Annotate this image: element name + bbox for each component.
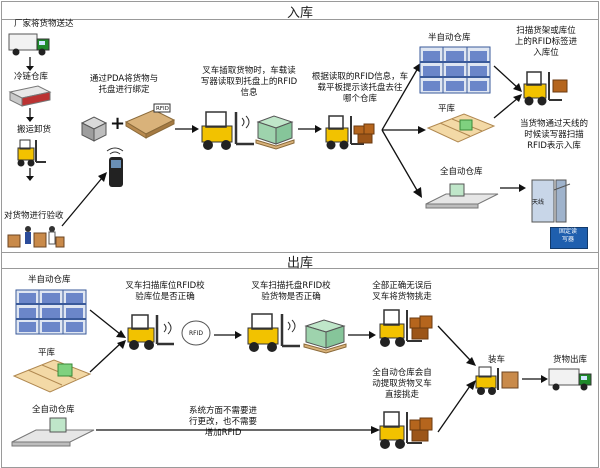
all-correct-line-1: 全部正确无误后 xyxy=(372,281,432,291)
arrow-step1-to-step2 xyxy=(214,331,242,339)
all-correct-line-2: 叉车将货物挑走 xyxy=(372,292,432,302)
forklift-empty-icon xyxy=(127,314,174,350)
outbound-title: 出库 xyxy=(286,256,313,271)
goods-cube-icon xyxy=(80,116,108,142)
semi-auto-label-in: 半自动仓库 xyxy=(428,33,471,43)
plus-sign: + xyxy=(110,113,126,134)
rfid-tag-label: RFID xyxy=(189,330,204,337)
load-label: 装车 xyxy=(488,355,506,365)
forklift-small-icon xyxy=(17,139,46,167)
pda-icon xyxy=(106,147,124,187)
forklift-read-line-3: 信息 xyxy=(240,88,258,98)
locate-line-2: 载平板提示该托盘去往 xyxy=(317,83,403,93)
shelf-rack-icon-in xyxy=(419,46,491,94)
no-change-line-2: 行更改，也不需要 xyxy=(188,417,257,427)
inbound-divider xyxy=(1,19,598,20)
fixed-reader-line-1: 固定读 xyxy=(558,228,577,235)
scan-shelf-line-2: 上的RFID标签进 xyxy=(514,37,578,47)
antenna-box-label: 天线 xyxy=(532,199,545,206)
workers-inspect-icon xyxy=(7,226,65,248)
antenna-line-2: 时候读写器扫描 xyxy=(524,130,584,140)
scan-shelf-line-1: 扫描货架或库位 xyxy=(516,26,576,36)
arrow-step2-to-step3 xyxy=(348,331,376,339)
rfid-tag-circle xyxy=(181,320,211,346)
pda-bind-label: 通过PDA将货物与 托盘进行绑定 xyxy=(78,74,170,96)
auto-pick-line-1: 全自动仓库会自 xyxy=(372,368,432,378)
scan-location-line-1: 叉车扫描库位RFID校 xyxy=(125,281,205,291)
no-change-label: 系统方面不需要进 行更改，也不需要 增加RFID xyxy=(168,406,278,439)
cold-storage-icon xyxy=(8,85,52,107)
antenna-line-3: RFID表示入库 xyxy=(527,141,581,151)
truck-icon xyxy=(8,33,50,56)
fixed-reader-line-2: 写器 xyxy=(561,236,574,243)
flat-floor-icon-out xyxy=(12,359,92,393)
all-correct-label: 全部正确无误后 叉车将货物挑走 xyxy=(352,281,452,303)
arrow-conveyor-to-autopick xyxy=(96,426,380,434)
pda-bind-line-1: 通过PDA将货物与 xyxy=(89,74,159,84)
antenna-gate-icon xyxy=(531,179,571,223)
antenna-label: 当货物通过天线的 时候读写器扫描 RFID表示入库 xyxy=(512,119,596,152)
no-change-line-1: 系统方面不需要进 xyxy=(188,406,257,416)
scan-pallet-line-2: 验货物是否正确 xyxy=(261,292,321,302)
forklift-with-load-icon xyxy=(201,111,295,150)
arrows-to-forklift xyxy=(493,65,522,119)
arrow-load-to-ship xyxy=(522,375,548,383)
scan-pallet-line-1: 叉车扫描托盘RFID校 xyxy=(251,281,331,291)
arrow-down-2 xyxy=(26,108,34,122)
forklift-read-line-2: 写器读取到托盘上的RFID xyxy=(200,77,298,87)
full-auto-label-in: 全自动仓库 xyxy=(440,167,483,177)
unload-label: 搬运卸货 xyxy=(17,125,52,135)
forklift-read-label: 叉车插取货物时，车载读 写器读取到托盘上的RFID 信息 xyxy=(190,66,308,99)
antenna-line-1: 当货物通过天线的 xyxy=(519,119,588,129)
locate-line-1: 根据读取的RFID信息，车 xyxy=(311,72,409,82)
auto-pick-line-3: 直接挑走 xyxy=(384,390,419,400)
arrows-to-load xyxy=(437,325,476,433)
truck-out-icon xyxy=(548,368,592,391)
forklift-boxes-icon-out xyxy=(379,309,433,347)
fixed-reader-box xyxy=(550,227,588,249)
scan-shelf-line-3: 入库位 xyxy=(533,48,559,58)
arrow-down-3 xyxy=(26,168,34,181)
auto-pick-label: 全自动仓库会自 动提取货物叉车 直接挑走 xyxy=(356,368,448,401)
flat-floor-icon-in xyxy=(426,113,496,143)
ship-label: 货物出库 xyxy=(553,355,588,365)
cold-storage-label: 冷链仓库 xyxy=(14,72,49,82)
supplier-label: 厂家将货物送达 xyxy=(14,19,74,29)
no-change-line-3: 增加RFID xyxy=(204,428,242,438)
conveyor-icon-out xyxy=(11,417,95,447)
conveyor-icon-in xyxy=(425,183,499,209)
arrow-conveyor-to-antenna xyxy=(500,184,526,192)
scan-shelf-label: 扫描货架或库位 上的RFID标签进 入库位 xyxy=(506,26,586,59)
forklift-boxes-icon-auto xyxy=(379,411,433,449)
shelf-rack-icon-out xyxy=(15,289,87,335)
arrow-inspect-to-pda xyxy=(61,172,107,227)
outbound-divider xyxy=(1,268,598,269)
inbound-title: 入库 xyxy=(286,6,313,21)
forklift-boxes-icon xyxy=(325,115,375,150)
pda-bind-line-2: 托盘进行绑定 xyxy=(98,85,150,95)
auto-pick-line-2: 动提取货物叉车 xyxy=(372,379,432,389)
locate-label: 根据读取的RFID信息，车 载平板提示该托盘去往 哪个仓库 xyxy=(306,72,414,105)
flat-label-in: 平库 xyxy=(438,104,456,114)
scan-location-line-2: 验库位是否正确 xyxy=(135,292,195,302)
scan-location-label: 叉车扫描库位RFID校 验库位是否正确 xyxy=(110,281,220,303)
pallet-icon xyxy=(124,103,176,139)
arrow-forklift-to-locate xyxy=(298,125,322,133)
pallet-rfid-tag: RFID xyxy=(156,106,169,112)
forklift-loading-icon xyxy=(475,366,519,395)
forklift-right-icon xyxy=(523,71,568,106)
outbound-frame xyxy=(1,252,599,468)
forklift-pallet-icon xyxy=(247,313,347,354)
full-auto-label-out: 全自动仓库 xyxy=(32,405,75,415)
inspect-label: 对货物进行验收 xyxy=(4,211,64,221)
scan-pallet-label: 叉车扫描托盘RFID校 验货物是否正确 xyxy=(236,281,346,303)
locate-line-3: 哪个仓库 xyxy=(342,94,377,104)
arrow-pda-to-forklift xyxy=(175,125,199,133)
flat-label-out: 平库 xyxy=(38,348,56,358)
semi-auto-label-out: 半自动仓库 xyxy=(28,275,71,285)
arrow-down-1 xyxy=(26,57,34,71)
arrows-to-step1 xyxy=(89,309,126,373)
forklift-read-line-1: 叉车插取货物时，车载读 xyxy=(202,66,296,76)
fixed-reader-label: 固定读 写器 xyxy=(550,228,586,244)
